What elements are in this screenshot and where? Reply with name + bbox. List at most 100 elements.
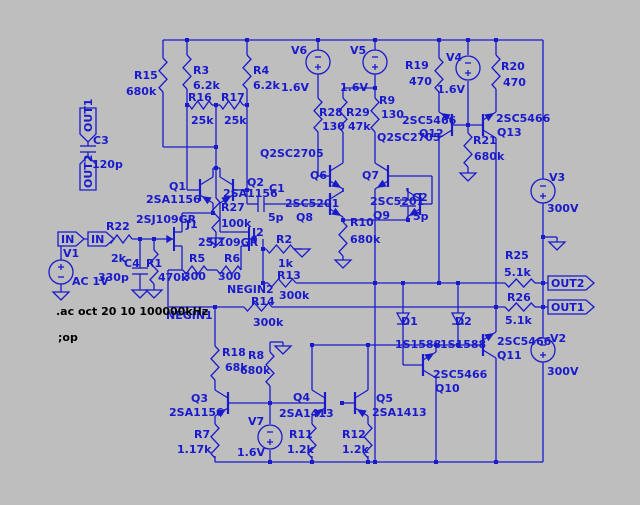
- emitter-arrow: [356, 409, 367, 418]
- port-out2-2[interactable]: [547, 275, 595, 291]
- label-2sj109gr: 2SJ109GR: [198, 236, 259, 249]
- label-470k: 470k: [158, 271, 189, 284]
- label-v2: V2: [550, 332, 566, 345]
- net-label-negin1: NEGIN1: [166, 309, 213, 322]
- emitter-arrow: [221, 196, 232, 205]
- junction-dot: [401, 281, 405, 285]
- port-in-0[interactable]: [57, 231, 85, 247]
- spice-directive-0[interactable]: .ac oct 20 10 100000kHz: [56, 305, 208, 318]
- port-out2-5[interactable]: [79, 155, 97, 191]
- label-r28: R28: [319, 106, 343, 119]
- label-v4: V4: [446, 51, 463, 64]
- label-r18: R18: [222, 346, 246, 359]
- port-label: OUT2: [82, 155, 95, 188]
- junction-dot: [340, 401, 344, 405]
- emitter-arrow: [408, 207, 419, 216]
- label-2sa1156: 2SA1156: [146, 193, 201, 206]
- label-r22: R22: [106, 220, 130, 233]
- junction-dot: [373, 86, 377, 90]
- label-2sc5466: 2SC5466: [402, 114, 457, 127]
- junction-dot: [138, 237, 142, 241]
- ground-icon: [144, 289, 164, 299]
- label-d2: D2: [455, 315, 472, 328]
- junction-dot: [373, 460, 377, 464]
- label-r5: R5: [189, 252, 205, 265]
- label-130: 130: [322, 120, 345, 133]
- label-2sc5466: 2SC5466: [496, 112, 551, 125]
- label-v6: V6: [291, 44, 308, 57]
- label-r25: R25: [505, 249, 529, 262]
- port-in-1[interactable]: [87, 231, 115, 247]
- label-470: 470: [409, 75, 432, 88]
- label-r15: R15: [134, 69, 158, 82]
- spice-directive-1[interactable]: ;op: [58, 331, 78, 344]
- label-q1: Q1: [169, 180, 186, 193]
- junction-dot: [437, 281, 441, 285]
- junction-dot: [366, 460, 370, 464]
- label-300: 300: [183, 270, 206, 283]
- label-q13: Q13: [497, 126, 522, 139]
- junction-dot: [245, 188, 249, 192]
- voltage-source-V5[interactable]: [362, 49, 388, 75]
- voltage-source-V1[interactable]: [48, 259, 74, 285]
- gate-arrow: [249, 234, 257, 244]
- port-out1-3[interactable]: [547, 299, 595, 315]
- label-r27: R27: [221, 201, 245, 214]
- label-r20: R20: [501, 60, 525, 73]
- label-680k: 680k: [126, 85, 157, 98]
- junction-dot: [152, 237, 156, 241]
- label-300v: 300V: [547, 365, 579, 378]
- junction-dot: [214, 145, 218, 149]
- label-62k: 6.2k: [253, 79, 280, 92]
- label-5p: 5p: [268, 211, 284, 224]
- label-51k: 5.1k: [505, 314, 532, 327]
- label-r8: R8: [248, 349, 264, 362]
- label-r4: R4: [253, 64, 269, 77]
- junction-dot: [211, 211, 215, 215]
- emitter-arrow: [331, 179, 342, 188]
- voltage-source-V7[interactable]: [257, 424, 283, 450]
- junction-dot: [185, 103, 189, 107]
- junction-dot: [310, 460, 314, 464]
- label-2sc5466: 2SC5466: [433, 368, 488, 381]
- label-300: 300: [218, 270, 241, 283]
- voltage-source-V3[interactable]: [530, 178, 556, 204]
- junction-dot: [261, 247, 265, 251]
- label-r2: R2: [276, 233, 292, 246]
- emitter-arrow: [331, 207, 342, 216]
- diode-triangle: [395, 312, 411, 326]
- label-r16: R16: [188, 91, 212, 104]
- label-ac1v: AC 1V: [72, 275, 109, 288]
- label-r14: R14: [251, 295, 275, 308]
- label-470: 470: [503, 76, 526, 89]
- label-12k: 1.2k: [287, 443, 314, 456]
- voltage-source-V2[interactable]: [530, 337, 556, 363]
- label-q6: Q6: [310, 169, 327, 182]
- label-680k: 680k: [240, 364, 271, 377]
- label-680k: 680k: [350, 233, 381, 246]
- junction-dot: [245, 103, 249, 107]
- net-label-negin2: NEGIN2: [227, 283, 274, 296]
- label-c3: C3: [93, 134, 109, 147]
- junction-dot: [406, 218, 410, 222]
- label-q2sc2705: Q2SC2705: [260, 147, 324, 160]
- label-1k: 1k: [278, 257, 294, 270]
- junction-dot: [434, 343, 438, 347]
- emitter-arrow: [424, 353, 435, 362]
- junction-dot: [466, 38, 470, 42]
- label-v5: V5: [350, 44, 366, 57]
- label-v3: V3: [549, 171, 565, 184]
- emitter-arrow: [313, 409, 324, 418]
- port-out1-4[interactable]: [79, 107, 97, 143]
- voltage-source-V4[interactable]: [455, 55, 481, 81]
- label-47k: 47k: [348, 120, 371, 133]
- label-r3: R3: [193, 64, 209, 77]
- label-q2sc2705: Q2SC2705: [377, 131, 441, 144]
- port-label: OUT2: [551, 277, 584, 290]
- junction-dot: [366, 343, 370, 347]
- label-300k: 300k: [253, 316, 284, 329]
- emitter-arrow: [376, 179, 387, 188]
- label-2sc5466: 2SC5466: [497, 335, 552, 348]
- voltage-source-V6[interactable]: [305, 49, 331, 75]
